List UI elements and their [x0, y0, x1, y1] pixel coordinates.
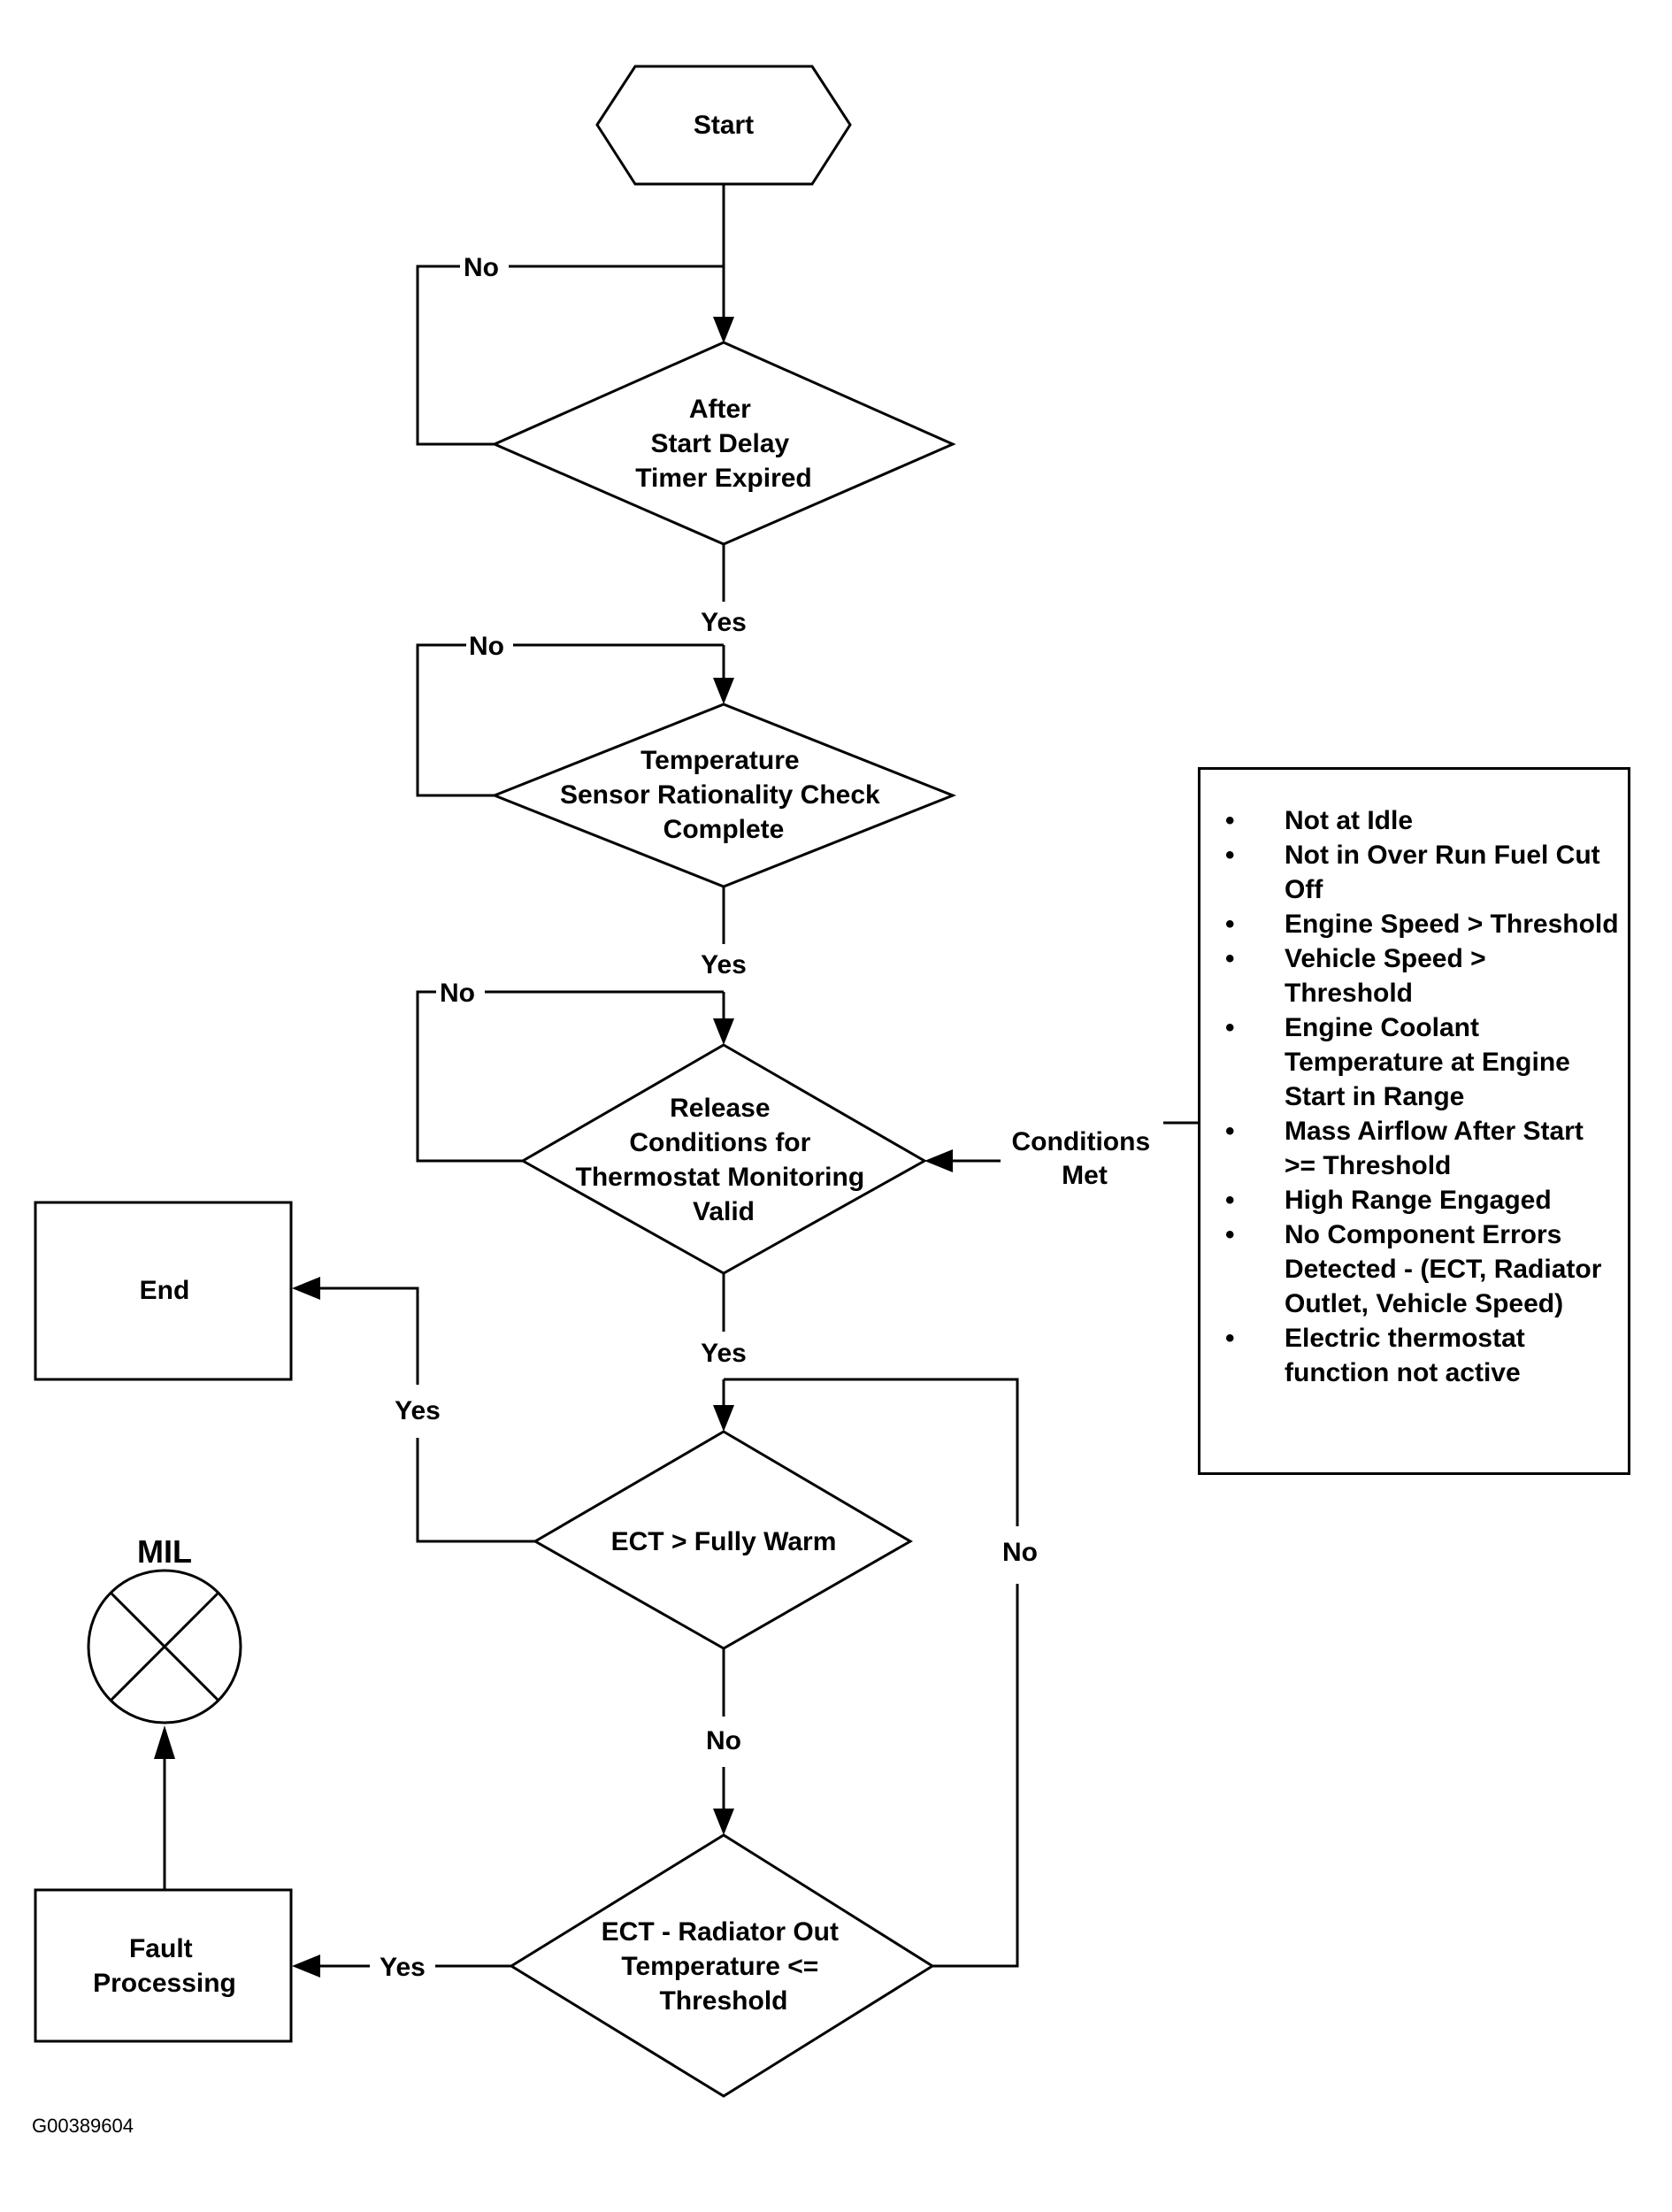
d2-text: Temperature Sensor Rationality Check Com… — [560, 746, 887, 844]
bullet-icon: • — [1225, 910, 1235, 939]
condition-item: • Not in Over Run Fuel Cut Off — [1200, 838, 1619, 907]
mil-label: MIL — [137, 1533, 192, 1570]
d2-no-label: No — [469, 632, 504, 661]
d4-no-label: No — [706, 1726, 741, 1755]
condition-item: • Engine Speed > Threshold — [1200, 907, 1619, 941]
start-terminator — [595, 65, 852, 186]
edge-d4-yes-upper — [318, 1286, 419, 1385]
end-label: End — [140, 1276, 190, 1305]
decision-ect-radiator-out — [509, 1833, 935, 2098]
arrowhead-d4 — [713, 1405, 734, 1432]
d5-yes-label: Yes — [380, 1953, 426, 1982]
decision-release-conditions — [519, 1043, 928, 1275]
condition-item: • Mass Airflow After Start >= Threshold — [1200, 1114, 1619, 1183]
condition-item: • Vehicle Speed > Threshold — [1200, 941, 1619, 1010]
condition-item: • High Range Engaged — [1200, 1183, 1619, 1217]
conditions-met-label: Conditions Met — [1012, 1127, 1158, 1190]
condition-text: No Component Errors Detected - (ECT, Rad… — [1285, 1220, 1602, 1318]
arrowhead-mil — [154, 1725, 175, 1759]
edge-d2-no-loop — [416, 643, 495, 797]
edge-d4-yes — [416, 1438, 535, 1543]
edge-d3-no-loop — [416, 990, 523, 1163]
conditions-list: • Not at Idle • Not in Over Run Fuel Cut O… — [1200, 770, 1628, 1390]
d5-no-label: No — [1002, 1538, 1038, 1567]
edge-d1-no-loop — [416, 265, 495, 446]
figure-id: G00389604 — [32, 2115, 134, 2137]
bullet-icon: • — [1225, 1117, 1235, 1146]
d3-text: Release Conditions for Thermostat Monito… — [576, 1094, 872, 1226]
release-conditions-box: • Not at Idle • Not in Over Run Fuel Cut O… — [1198, 767, 1630, 1475]
d4-yes-label: Yes — [395, 1396, 441, 1425]
bullet-icon: • — [1225, 944, 1235, 973]
edge-d5-no-loop — [932, 1584, 1019, 1968]
d5-text: ECT - Radiator Out Temperature <= Thresh… — [602, 1917, 847, 2016]
bullet-icon: • — [1225, 1220, 1235, 1249]
arrowhead-conditions-met — [924, 1149, 953, 1172]
bullet-icon: • — [1225, 1013, 1235, 1042]
condition-item: • Electric thermostat function not active — [1200, 1321, 1619, 1390]
arrowhead-d2 — [713, 678, 734, 704]
fault-processing-process — [34, 1888, 293, 2043]
condition-item: • No Component Errors Detected - (ECT, Ra… — [1200, 1217, 1619, 1321]
d1-yes-label: Yes — [701, 608, 747, 637]
condition-text: Not in Over Run Fuel Cut Off — [1285, 841, 1600, 904]
condition-item: • Engine Coolant Temperature at Engine St… — [1200, 1010, 1619, 1114]
end-process — [34, 1201, 293, 1381]
arrowhead-d1 — [713, 317, 734, 343]
edge-d5-no-loop-top — [724, 1378, 1019, 1526]
condition-text: Engine Speed > Threshold — [1285, 910, 1619, 939]
arrowhead-d3 — [713, 1018, 734, 1045]
bullet-icon: • — [1225, 841, 1235, 870]
d2-yes-label: Yes — [701, 950, 747, 979]
condition-text: Vehicle Speed > Threshold — [1285, 944, 1486, 1008]
condition-item: • Not at Idle — [1200, 803, 1619, 838]
condition-text: Engine Coolant Temperature at Engine Sta… — [1285, 1013, 1570, 1111]
bullet-icon: • — [1225, 806, 1235, 835]
d4-text: ECT > Fully Warm — [611, 1527, 837, 1556]
d1-no-label: No — [464, 253, 499, 282]
bullet-icon: • — [1225, 1186, 1235, 1215]
condition-text: High Range Engaged — [1285, 1186, 1552, 1215]
condition-text: Mass Airflow After Start >= Threshold — [1285, 1117, 1584, 1180]
arrowhead-end — [292, 1277, 320, 1300]
mil-lamp-icon — [87, 1569, 242, 1724]
arrowhead-fault — [292, 1955, 320, 1978]
d3-no-label: No — [440, 979, 475, 1008]
arrowhead-d5 — [713, 1809, 734, 1835]
fault-label: Fault Processing — [93, 1934, 236, 1998]
condition-text: Electric thermostat function not active — [1285, 1324, 1525, 1387]
d1-text: After Start Delay Timer Expired — [635, 395, 812, 493]
bullet-icon: • — [1225, 1324, 1235, 1353]
start-label: Start — [694, 111, 754, 140]
d3-yes-label: Yes — [701, 1339, 747, 1368]
condition-text: Not at Idle — [1285, 806, 1414, 835]
